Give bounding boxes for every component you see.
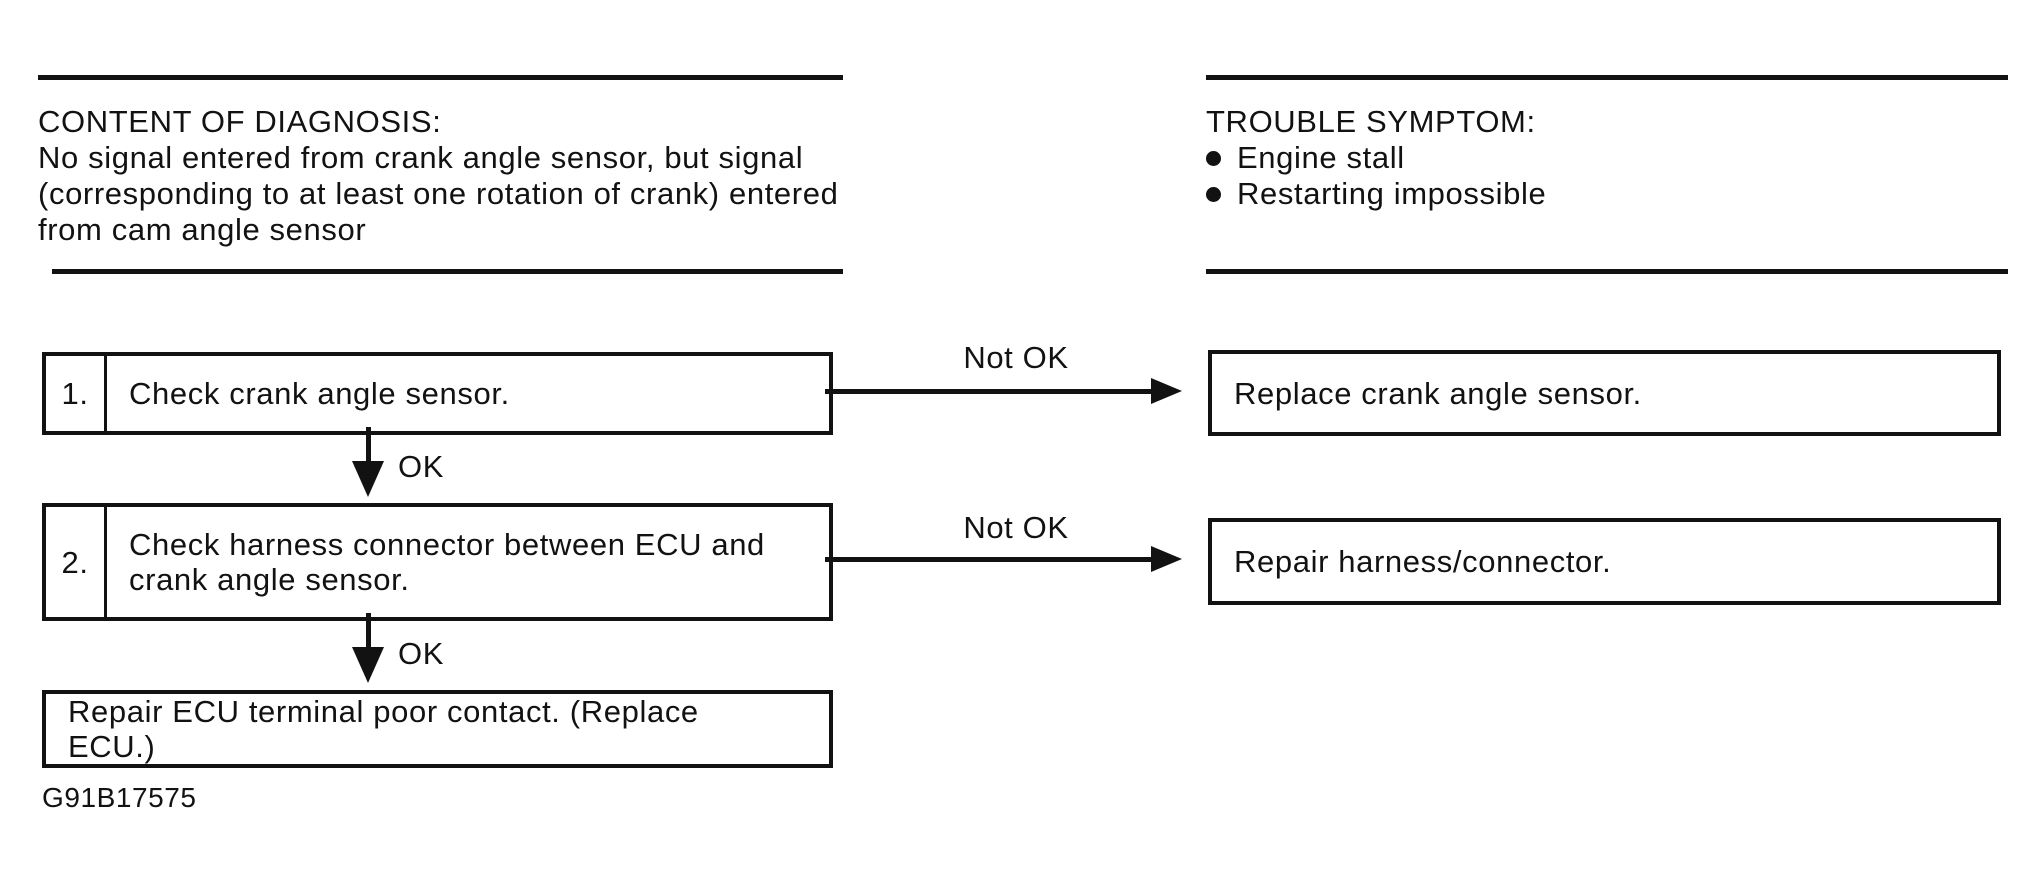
divider-rule-bottom-left [52, 269, 843, 274]
bullet-icon [1206, 150, 1221, 166]
final-box-text: Repair ECU terminal poor contact. (Repla… [68, 694, 699, 764]
ok-label-2: OK [398, 636, 445, 671]
step-2-text: Check harness connector between ECU and … [129, 527, 765, 597]
trouble-symptom-item-1: Engine stall [1206, 140, 1546, 176]
trouble-symptom-item-2-label: Restarting impossible [1237, 176, 1547, 211]
content-of-diagnosis-line-1: No signal entered from crank angle senso… [38, 140, 804, 175]
ok-arrow-2 [366, 613, 371, 649]
trouble-symptom-title: TROUBLE SYMPTOM: [1206, 104, 1536, 139]
not-ok-label-2: Not OK [963, 510, 1069, 545]
content-of-diagnosis-section: CONTENT OF DIAGNOSIS: No signal entered … [38, 104, 838, 248]
not-ok-arrow-2 [825, 557, 1152, 562]
content-of-diagnosis-title: CONTENT OF DIAGNOSIS: [38, 104, 442, 139]
action-box-2-text: Repair harness/connector. [1234, 544, 1612, 579]
step-1-number: 1. [46, 356, 107, 431]
step-2-number: 2. [46, 507, 107, 617]
not-ok-arrowhead-1 [1151, 378, 1182, 404]
not-ok-label-1: Not OK [963, 340, 1069, 375]
step-box-2: 2. Check harness connector between ECU a… [42, 503, 833, 621]
ok-label-1: OK [398, 449, 445, 484]
action-box-1: Replace crank angle sensor. [1208, 350, 2001, 436]
step-box-1: 1. Check crank angle sensor. [42, 352, 833, 435]
trouble-symptom-section: TROUBLE SYMPTOM: Engine stall Restarting… [1206, 104, 1546, 212]
not-ok-arrowhead-2 [1151, 546, 1182, 572]
trouble-symptom-item-1-label: Engine stall [1237, 140, 1405, 175]
ok-arrowhead-1 [352, 461, 384, 497]
action-box-2: Repair harness/connector. [1208, 518, 2001, 605]
action-box-1-text: Replace crank angle sensor. [1234, 375, 1642, 411]
bullet-icon [1206, 186, 1221, 202]
divider-rule-top-left [38, 75, 843, 80]
content-of-diagnosis-line-3: from cam angle sensor [38, 212, 367, 247]
ok-arrow-1 [366, 427, 371, 463]
step-1-text: Check crank angle sensor. [129, 376, 510, 411]
trouble-symptom-item-2: Restarting impossible [1206, 176, 1546, 212]
divider-rule-bottom-right [1206, 269, 2008, 274]
ok-arrowhead-2 [352, 647, 384, 683]
final-box: Repair ECU terminal poor contact. (Repla… [42, 690, 833, 768]
content-of-diagnosis-line-2: (corresponding to at least one rotation … [38, 176, 839, 211]
figure-code: G91B17575 [42, 782, 197, 813]
divider-rule-top-right [1206, 75, 2008, 80]
not-ok-arrow-1 [825, 389, 1152, 394]
